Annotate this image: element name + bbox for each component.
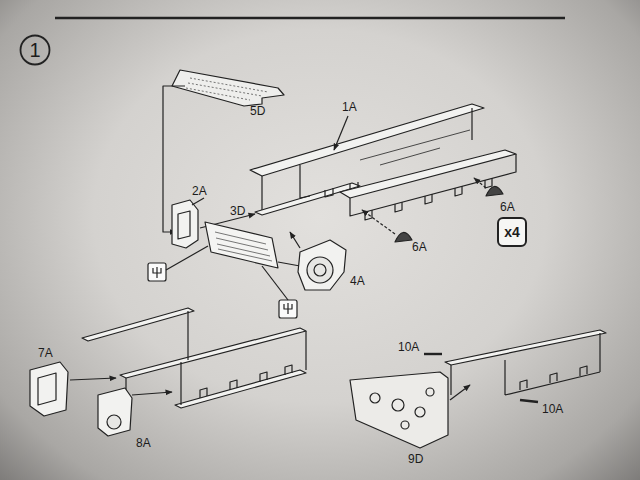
part-number: 7A (38, 346, 53, 360)
ring-part (298, 240, 346, 290)
tool-icon (148, 263, 166, 281)
part-number: 10A (542, 402, 563, 416)
part-number: 6A (412, 240, 427, 254)
part-number: 9D (408, 452, 423, 466)
frame-part (445, 330, 606, 365)
cap-part (486, 186, 503, 196)
pin-part (520, 400, 538, 402)
part-number: 5D (250, 104, 265, 118)
bracket-part (98, 388, 132, 436)
part-number: 4A (350, 274, 365, 288)
plate-part (205, 222, 278, 268)
pin-part (424, 353, 442, 355)
part-number: 2A (192, 184, 207, 198)
quantity-box-text: x4 (504, 224, 520, 240)
step-number-text: 1 (29, 39, 40, 62)
cap-part (395, 232, 412, 242)
tool-icon (279, 300, 297, 318)
leader-line (334, 116, 348, 150)
step-number: 1 (19, 34, 51, 66)
bracket-part (30, 362, 68, 416)
part-number: 10A (398, 340, 419, 354)
frame-part (82, 308, 194, 341)
plate-part (172, 70, 284, 106)
plate-part (350, 372, 448, 448)
quantity-box: x4 (497, 217, 527, 247)
bracket-part (172, 200, 198, 248)
header-rule (55, 17, 565, 20)
part-number: 3D (230, 204, 245, 218)
part-number: 8A (136, 436, 151, 450)
part-number: 6A (500, 200, 515, 214)
part-number: 1A (342, 100, 357, 114)
